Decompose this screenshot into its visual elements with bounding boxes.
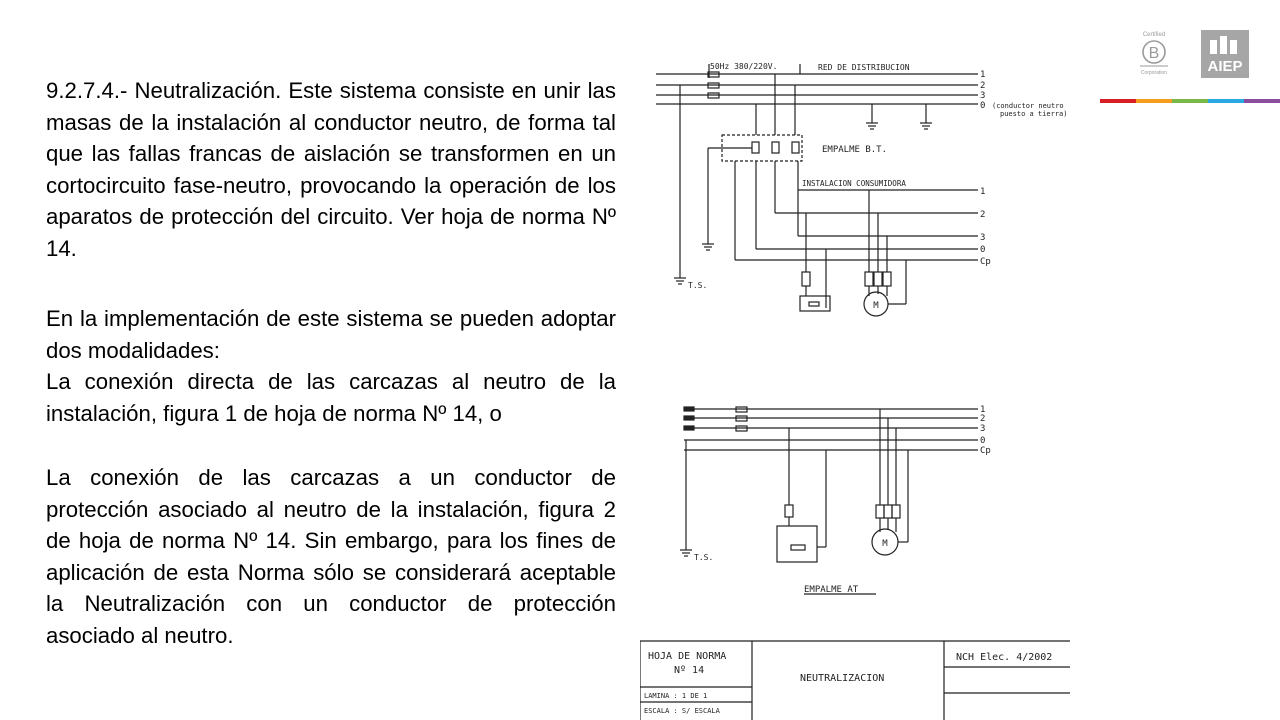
figure-1: 50Hz 380/220V. RED DE DISTRIBUCION 1 2 3… [656,62,1067,317]
fig1-splice-fuse-2 [791,141,800,154]
paragraph-conductor-proteccion: La conexión de las carcazas a un conduct… [46,465,616,648]
bcorp-circle [1142,40,1166,64]
fig1-consumer-label-2: 2 [980,210,985,220]
sheet-scale: ESCALA : S/ ESCALA [644,707,721,715]
paragraph-modalidades: En la implementación de este sistema se … [46,306,616,363]
fig2-load-resistor [790,544,806,551]
fig1-neutral-note-1: (conductor neutro [992,102,1064,110]
fig2-label-0: 0 [980,436,985,446]
fig2-terminal-2 [683,415,695,421]
fig1-supply-label: 50Hz 380/220V. [710,62,777,71]
fig1-splice-fuse-1 [771,141,780,154]
fig1-label-2: 2 [980,81,985,91]
fig1-label-3: 3 [980,91,985,101]
logos: Certified B Corporation AIEP [1100,30,1280,103]
fig1-installation-label: INSTALACION CONSUMIDORA [802,179,906,188]
fig2-load-fuse [784,504,794,518]
fig2-ts-label: T.S. [694,553,713,562]
bcorp-letter: B [1149,45,1160,62]
fig2-label-cp: Cp [980,446,991,456]
aiep-bar-3 [1230,40,1237,54]
bcorp-corporation: Corporation [1141,70,1167,76]
fig2-fuse-3 [735,425,748,432]
neutralization-diagram: 50Hz 380/220V. RED DE DISTRIBUCION 1 2 3… [640,62,1070,720]
fig2-terminal-1 [683,406,695,412]
title-block: HOJA DE NORMA Nº 14 NEUTRALIZACION NCH E… [640,640,1070,720]
fig1-ts-label: T.S. [688,281,707,290]
fig1-fuse-1 [707,71,720,78]
fig1-consumer-label-cp: Cp [980,257,991,267]
fig1-splice-fuse-0 [751,141,760,154]
fig2-motor-fuse-2 [883,504,893,519]
sheet-code: NCH Elec. 4/2002 [956,652,1052,663]
fig2-splice-label: EMPALME AT [804,585,859,595]
paragraph-conexion-directa: La conexión directa de las carcazas al n… [46,369,616,426]
fig1-network-ground-2 [920,104,932,130]
fig1-consumer-label-3: 3 [980,233,985,243]
bcorp-certified: Certified [1143,32,1165,38]
aiep-wordmark: AIEP [1207,58,1242,75]
bcorp-logo: Certified B Corporation [1140,32,1168,76]
aiep-bar-2 [1220,36,1227,54]
fig1-motor-label: M [873,301,879,311]
fig1-network-label: RED DE DISTRIBUCION [818,63,910,72]
fig2-terminal-3 [683,425,695,431]
sheet-lamina: LAMINA : 1 DE 1 [644,692,707,700]
stripe-red [1100,99,1136,103]
fig1-consumer-label-0: 0 [980,245,985,255]
paragraph-neutralizacion: 9.2.7.4.- Neutralización. Este sistema c… [46,78,616,261]
fig1-splice-box [721,134,803,162]
fig1-motor-fuse-1 [864,271,874,287]
fig2-motor-fuse-1 [875,504,885,519]
fig1-fuse-3 [707,92,720,99]
fig1-splice-label: EMPALME B.T. [822,145,887,155]
sheet-name: NEUTRALIZACION [800,673,884,684]
sheet-title-2: Nº 14 [674,665,704,676]
fig2-fuse-1 [735,406,748,413]
fig1-fuse-2 [707,82,720,89]
aiep-bar-1 [1210,40,1217,54]
fig1-neutral-note-2: puesto a tierra) [1000,110,1067,118]
stripe-green [1172,99,1208,103]
fig2-motor-fuse-3 [891,504,901,519]
fig2-label-2: 2 [980,414,985,424]
fig2-fuse-2 [735,415,748,422]
fig1-load-resistor [808,301,820,307]
fig1-consumer-label-1: 1 [980,187,985,197]
fig2-label-3: 3 [980,424,985,434]
fig1-load-box [799,295,831,312]
fig1-load-fuse [801,271,811,287]
fig2-motor-label: M [882,539,888,549]
stripe-orange [1136,99,1172,103]
color-stripe [1100,99,1280,103]
fig1-label-1: 1 [980,70,985,80]
fig1-motor-fuse-3 [882,271,892,287]
stripe-purple [1244,99,1280,103]
sheet-title-1: HOJA DE NORMA [648,651,726,662]
fig1-motor-fuse-2 [873,271,883,287]
fig1-label-0: 0 [980,101,985,111]
fig2-load-box [776,525,818,563]
fig1-network-ground-1 [866,104,878,130]
stripe-blue [1208,99,1244,103]
aiep-logo: AIEP [1201,30,1249,78]
fig2-label-1: 1 [980,405,985,415]
figure-2: 1 2 3 0 Cp T.S. M EMPALME AT [680,405,991,595]
